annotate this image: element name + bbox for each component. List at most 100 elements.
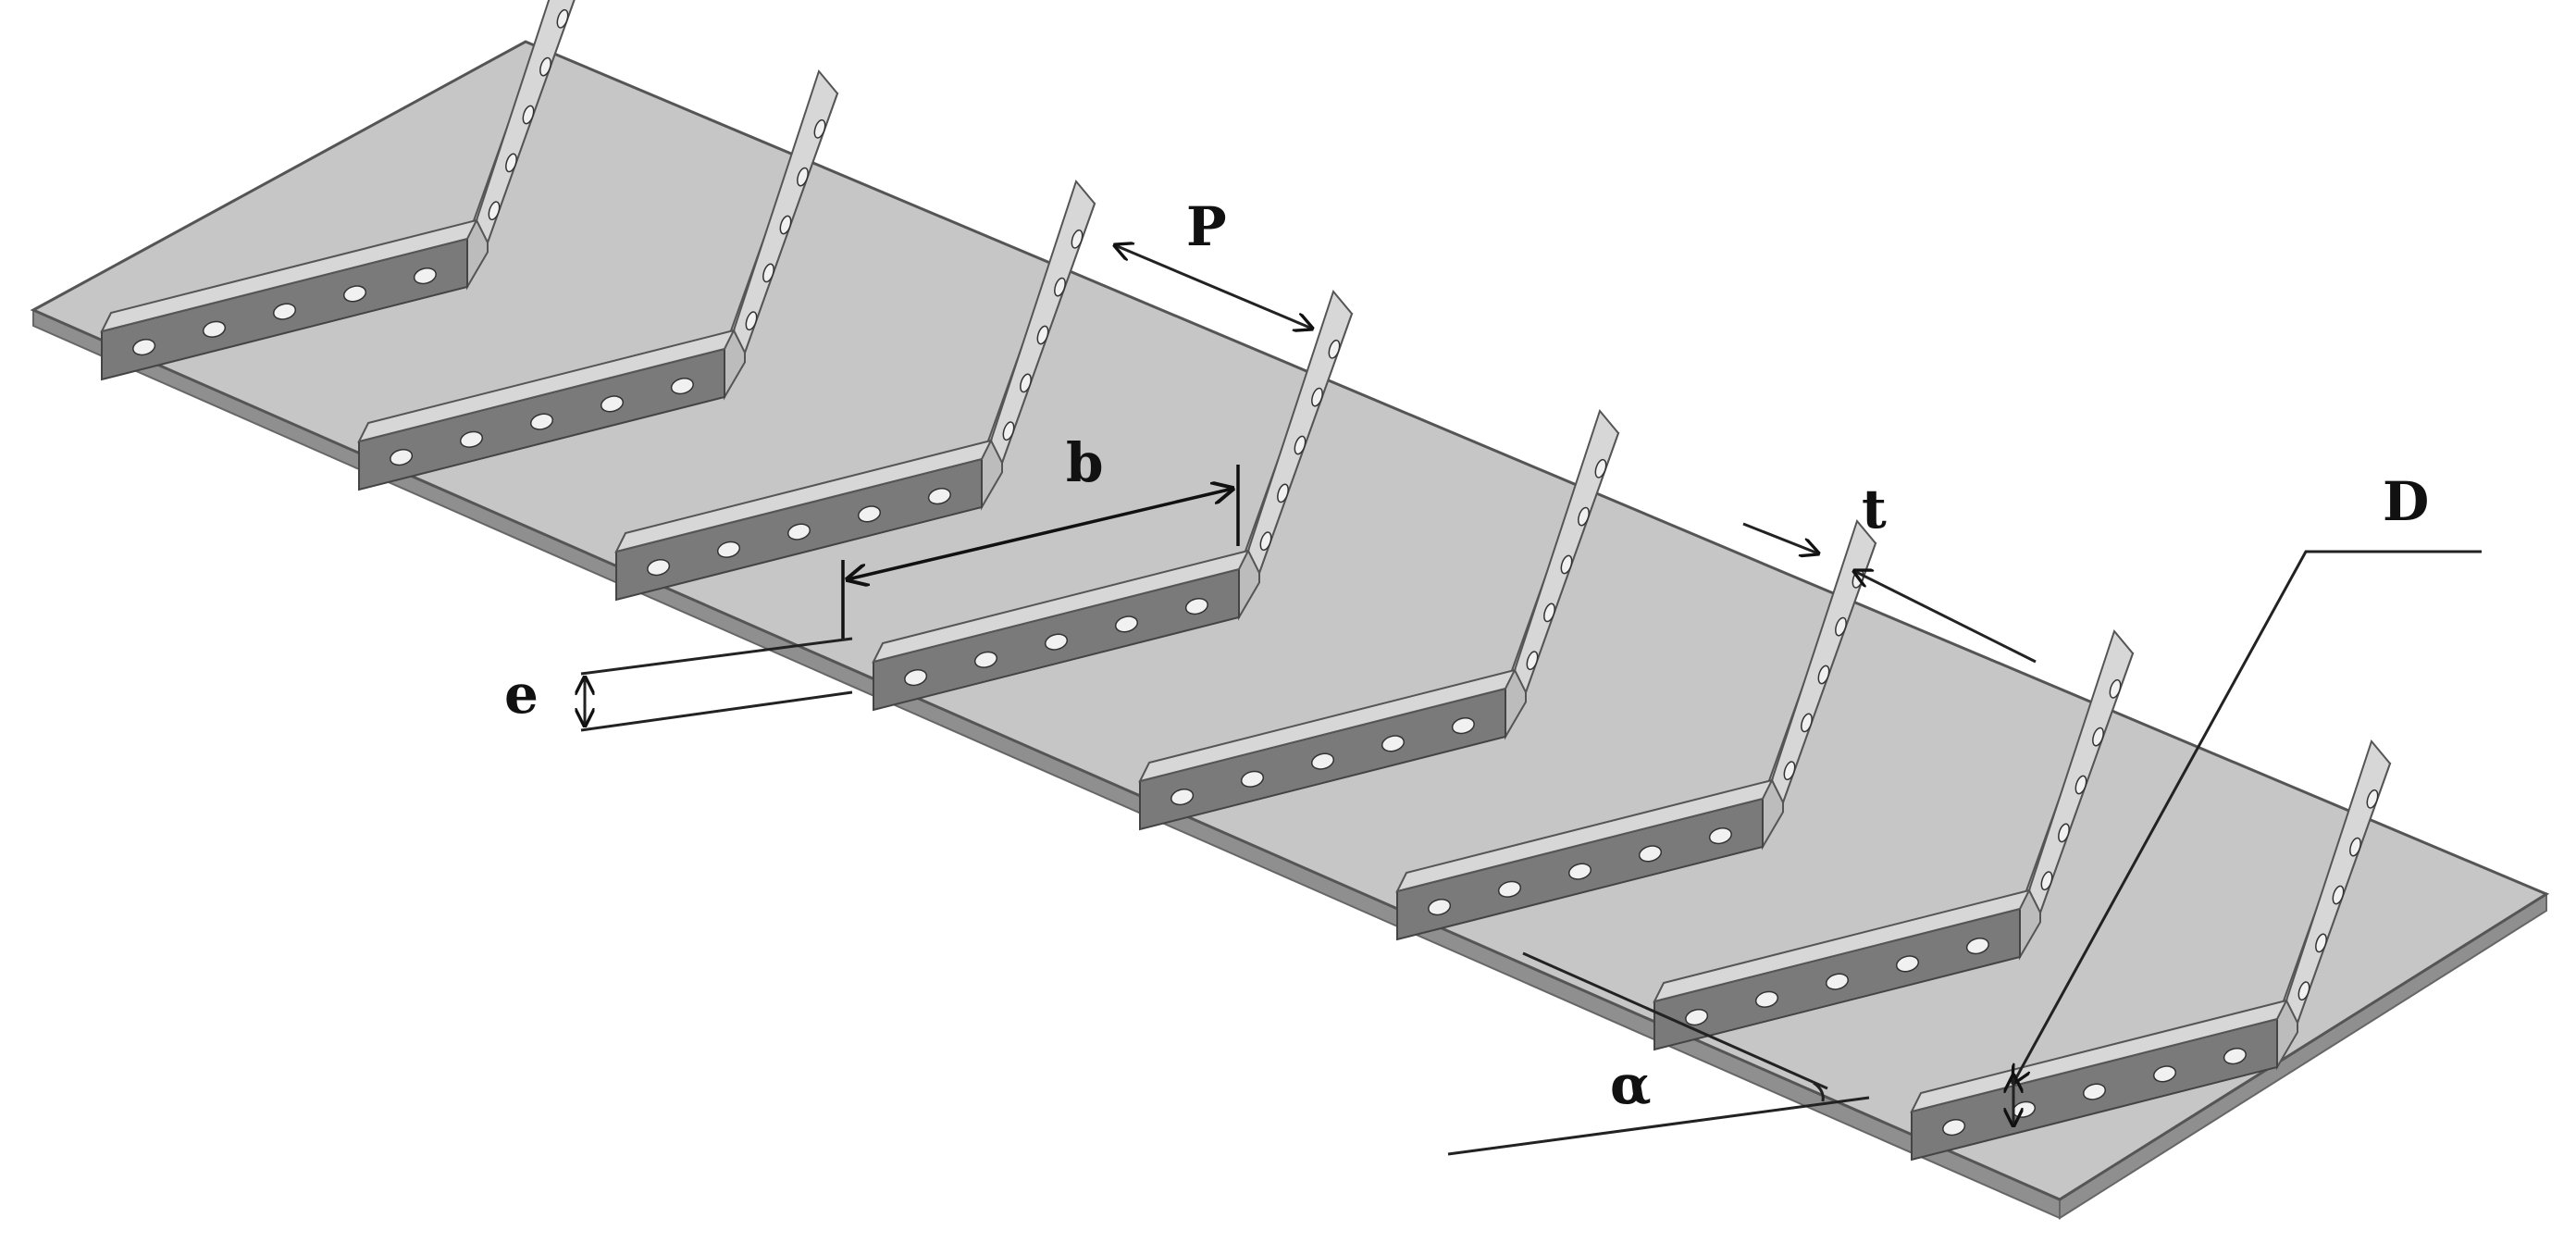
rib-side-hole: [1311, 387, 1323, 407]
rib-hole: [904, 669, 928, 687]
rib-side-hole: [1783, 761, 1796, 781]
rib-top-face: [1138, 668, 1517, 783]
rib-hole: [1170, 789, 1195, 806]
rib-hole: [600, 395, 625, 413]
rib-height-extension-bottom: [580, 690, 853, 732]
rib-hole: [1754, 990, 1779, 1008]
rib-side-hole: [1054, 277, 1066, 297]
pitch-label: P: [1186, 195, 1227, 258]
rib-side-hole: [1817, 665, 1830, 685]
plate-top-surface: [30, 40, 2550, 1201]
rib-side-hole: [2058, 823, 2070, 843]
rib-top-face-back: [732, 68, 839, 355]
rib-hole: [1497, 880, 1522, 898]
rib-side-hole: [539, 56, 551, 77]
rib-top-face-back: [2027, 628, 2135, 915]
rib-side-hole: [2109, 678, 2122, 699]
pitch-dimension-arrow: [1115, 245, 1312, 329]
rib-side-hole: [813, 118, 826, 139]
rib-hole: [716, 541, 741, 558]
rib-hole: [1381, 735, 1406, 752]
rib-side-hole: [1578, 506, 1590, 527]
rib-side-hole: [2366, 789, 2379, 809]
rib-hole: [1428, 899, 1452, 916]
base-plate: [30, 40, 2550, 1220]
rib-hole: [647, 559, 671, 577]
rib-hole: [1451, 717, 1475, 735]
rib-top-face-back: [2285, 739, 2392, 1025]
rib-hole: [1567, 863, 1592, 880]
rib-hole: [529, 413, 554, 430]
rib-hole: [2152, 1065, 2177, 1083]
rib-side-hole: [505, 153, 517, 173]
rib-top-face-back: [1246, 289, 1354, 576]
rib-side-hole: [2349, 837, 2361, 857]
rib-side-hole: [1594, 458, 1607, 478]
rib-thickness-leader-right: [1854, 571, 2037, 664]
rib-side-hole: [762, 263, 774, 283]
rib-top-face: [1395, 778, 1774, 893]
rib-side-hole: [1526, 651, 1539, 671]
rib-side-hole: [1801, 713, 1813, 733]
rib-hole: [1184, 598, 1208, 615]
v-rib: [357, 68, 839, 491]
rib-side-hole: [1294, 435, 1307, 455]
rib-hole: [1825, 973, 1850, 990]
rib-hole: [1114, 615, 1139, 633]
rib-hole: [1708, 827, 1732, 845]
rib-thickness-label: t: [1862, 478, 1887, 541]
v-rib: [1653, 628, 2135, 1051]
rib-hole: [2223, 1048, 2247, 1065]
rib-side-hole: [1328, 339, 1341, 359]
rib-side-hole: [1560, 554, 1573, 575]
rib-top-face-back: [989, 179, 1096, 466]
rib-hole: [1240, 770, 1265, 788]
rib-side-hole: [745, 311, 758, 331]
rib-length-dimension-arrow: [848, 489, 1232, 579]
angle-reference-line: [1522, 951, 1828, 1090]
rib-hole: [413, 267, 437, 285]
angle-rib-line: [1447, 1096, 1870, 1156]
rib-top-face: [357, 329, 736, 443]
rib-side-hole: [2297, 981, 2310, 1001]
rib-length-label: b: [1066, 431, 1104, 494]
angle-arc: [1813, 1081, 1825, 1102]
rib-top-face-back: [1513, 408, 1620, 695]
rib-side-hole: [2092, 727, 2104, 747]
rib-height-label: e: [504, 663, 539, 726]
rib-top-face-back: [1770, 518, 1877, 805]
rib-side-hole: [2332, 885, 2345, 905]
rib-hole: [132, 339, 156, 356]
rib-hole: [670, 378, 694, 395]
rib-side-hole: [779, 215, 792, 235]
rib-side-hole: [2315, 933, 2327, 953]
rib-hole: [272, 303, 297, 320]
rib-hole: [390, 449, 414, 466]
rib-side-hole: [1835, 616, 1847, 637]
rib-hole: [202, 320, 227, 338]
rib-side-hole: [1277, 483, 1289, 503]
rib-side-hole: [1020, 373, 1032, 393]
rib-side-hole: [1543, 603, 1555, 623]
dimension-annotations: P b e t D α: [504, 195, 2482, 1156]
v-rib: [1395, 518, 1877, 941]
rib-side-hole: [1071, 229, 1084, 249]
rib-hole: [2082, 1083, 2107, 1100]
rib-side-hole: [1259, 531, 1272, 552]
rib-side-hole: [2074, 775, 2087, 795]
v-rib: [1910, 739, 2392, 1162]
rib-side-hole: [797, 167, 809, 187]
angle-label: α: [1610, 1053, 1652, 1116]
rib-hole: [1044, 633, 1069, 651]
rib-hole: [342, 285, 367, 303]
rib-side-hole: [488, 201, 501, 221]
rib-hole: [1310, 752, 1335, 770]
rib-side-hole: [522, 105, 535, 125]
rib-thickness-leader-left: [1742, 522, 1818, 553]
rib-side-hole: [2040, 871, 2053, 891]
v-rib: [1138, 408, 1620, 831]
rib-hole: [1965, 938, 1989, 955]
rib-top-face: [1653, 888, 2031, 1003]
rib-side-hole: [1002, 421, 1015, 441]
